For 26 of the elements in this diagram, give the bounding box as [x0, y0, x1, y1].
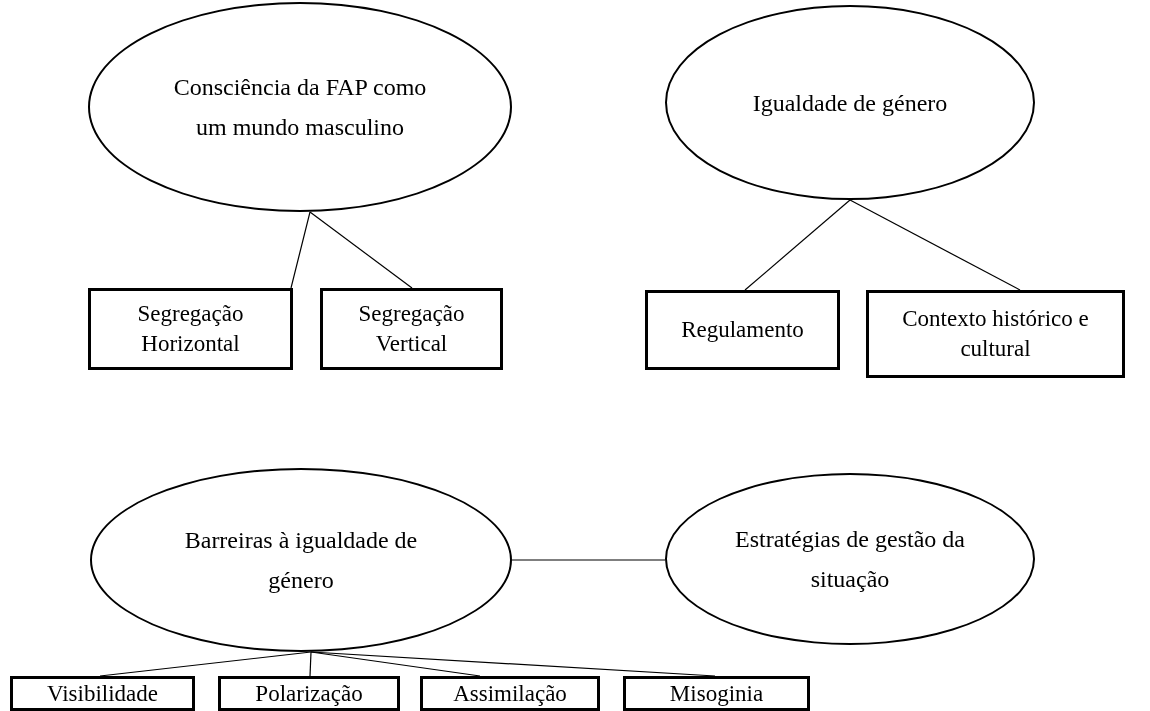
category-box: [218, 676, 400, 711]
connector-line: [290, 211, 311, 289]
node-label: Segregação Horizontal: [136, 300, 245, 358]
category-box: [645, 290, 840, 370]
node-label: Segregação Vertical: [357, 300, 466, 358]
connector-line: [309, 211, 413, 289]
node-label: Visibilidade: [46, 679, 158, 708]
node-label: Estratégias de gestão da situação: [735, 525, 965, 594]
node-label: Polarização: [255, 679, 363, 708]
category-box: [320, 288, 503, 370]
connector-line: [309, 651, 312, 677]
category-box: [420, 676, 600, 711]
connector-line: [849, 199, 1021, 291]
node-label: Consciência da FAP como um mundo masculino: [172, 73, 428, 142]
connector-line: [744, 199, 851, 291]
node-label: Assimilação: [453, 679, 567, 708]
node-label: Barreiras à igualdade de género: [183, 526, 419, 595]
node-label: Contexto histórico e cultural: [901, 305, 1090, 363]
category-box: [623, 676, 810, 711]
category-box: [866, 290, 1125, 378]
connector-line: [511, 559, 666, 561]
node-label: Igualdade de género: [752, 88, 948, 118]
category-box: [88, 288, 293, 370]
node-label: Regulamento: [681, 316, 804, 344]
category-box: [10, 676, 195, 711]
node-label: Misoginia: [669, 679, 764, 708]
